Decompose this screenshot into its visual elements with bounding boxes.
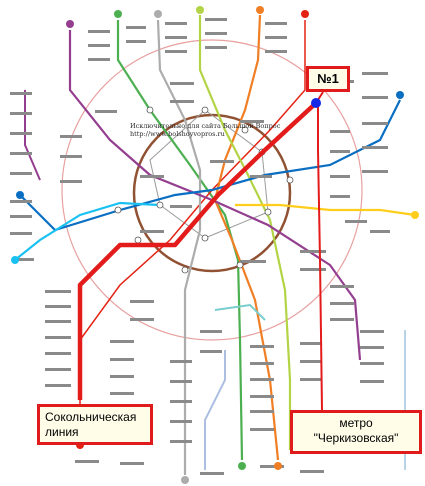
cherkizovskaya-callout: метро "Черкизовская" [290, 410, 422, 454]
marker-callout: №1 [306, 66, 350, 92]
location-marker [311, 98, 321, 108]
station-dots [114, 106, 294, 274]
cherkizovskaya-label-line1: метро [339, 416, 373, 430]
filevskaya-line [14, 201, 161, 261]
sokolnicheskaya-line [79, 20, 306, 440]
sokolnicheskaya-label: Сокольническая линия [45, 410, 137, 439]
mck-ring [61, 39, 363, 341]
west-purple-branch [24, 90, 41, 181]
lyublinskaya-line [198, 15, 292, 450]
sokolnicheskaya-callout: Сокольническая линия [37, 404, 153, 445]
cherkizovskaya-label-line2: "Черкизовская" [313, 431, 399, 445]
serpukhovskaya-line [156, 19, 202, 475]
marker-label: №1 [317, 71, 339, 86]
kalininskaya-line [235, 203, 416, 217]
watermark-line2: http://www.bolshoyvopros.ru [130, 130, 225, 138]
watermark-line1: Исключительно для сайта Большой Вопрос [130, 122, 281, 130]
butovskaya-line [204, 350, 226, 470]
kakhovskaya-line [214, 303, 266, 321]
highlight-route-cherkizovskaya [317, 103, 323, 411]
watermark: Исключительно для сайта Большой Вопрос h… [130, 122, 280, 138]
highlight-route-sokolnicheskaya [77, 101, 318, 400]
